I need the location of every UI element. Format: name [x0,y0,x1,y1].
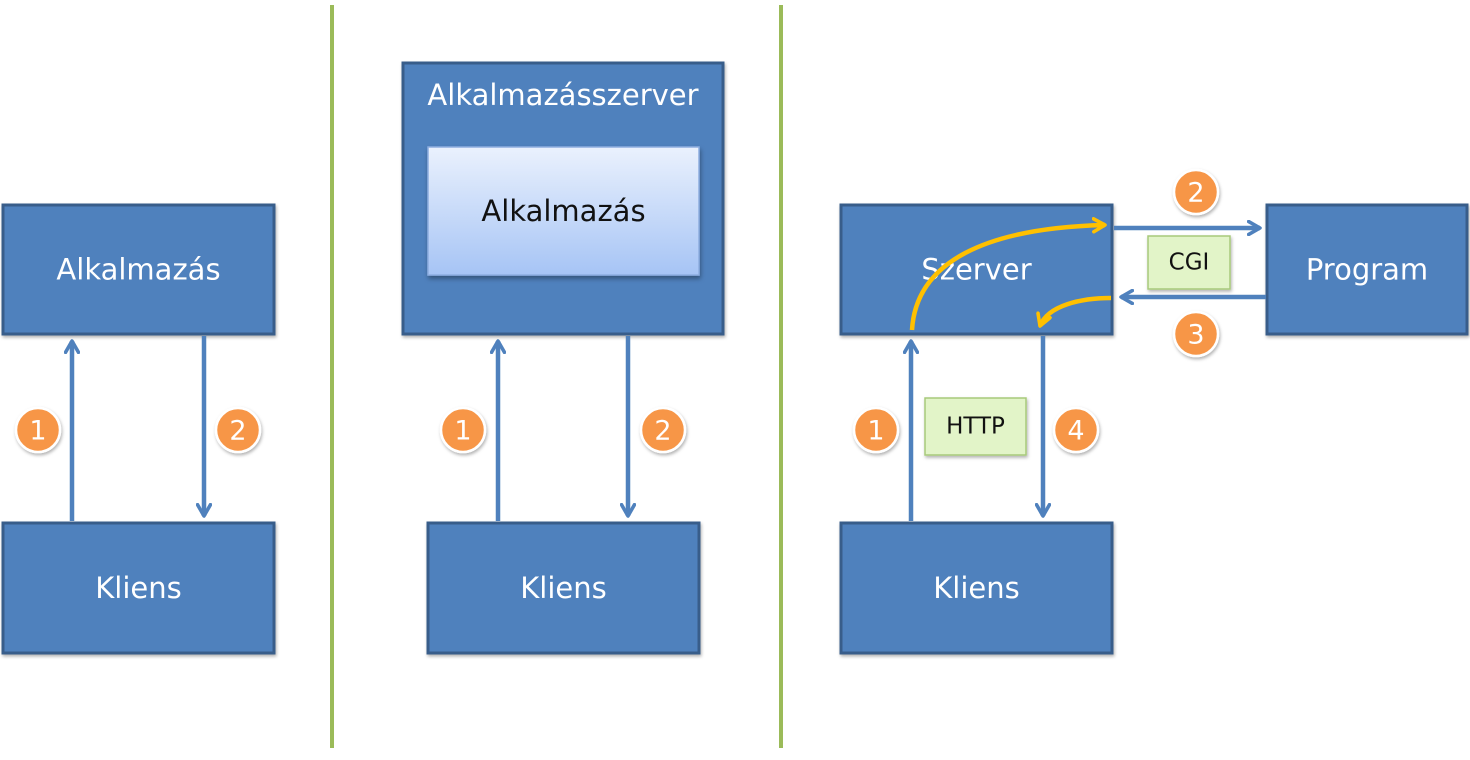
step-badge-2: 2 [214,406,262,454]
inner-app-box [427,146,700,276]
client-label: Kliens [933,571,1019,605]
program-label: Program [1306,253,1428,287]
client-label: Kliens [95,571,181,605]
svg-text:1: 1 [29,416,46,447]
program-box [1265,203,1469,336]
svg-text:3: 3 [1187,320,1204,351]
step-badge-1: 1 [14,406,62,454]
svg-text:4: 4 [1067,416,1084,447]
panel-app-server: Alkalmazásszerver Alkalmazás Kliens 1 2 [401,61,725,655]
client-label: Kliens [520,571,606,605]
panel-standalone: Alkalmazás Kliens 1 2 [1,203,276,655]
response-flow-curve [1040,295,1112,326]
client-box [1,521,276,655]
request-flow-curve [909,225,1105,331]
svg-text:1: 1 [454,416,471,447]
client-box [426,521,701,655]
http-protocol-label: HTTP [924,397,1027,456]
svg-text:2: 2 [654,416,671,447]
step-badge-4: 4 [1052,406,1100,454]
svg-text:HTTP: HTTP [946,414,1005,440]
svg-text:2: 2 [229,416,246,447]
svg-text:2: 2 [1187,178,1204,209]
step-badge-2: 2 [639,406,687,454]
step-badge-1: 1 [852,406,900,454]
app-label: Alkalmazás [56,253,220,287]
cgi-protocol-label: CGI [1147,235,1231,290]
panel-cgi: Szerver Program Kliens HTTP CGI 1 [839,168,1469,655]
inner-app-label: Alkalmazás [481,194,645,228]
app-server-label: Alkalmazásszerver [427,78,698,112]
svg-text:CGI: CGI [1169,250,1210,276]
step-badge-3: 3 [1172,310,1220,358]
svg-text:1: 1 [867,416,884,447]
step-badge-2: 2 [1172,168,1220,216]
step-badge-1: 1 [439,406,487,454]
app-box [1,203,276,336]
client-box [839,521,1114,655]
